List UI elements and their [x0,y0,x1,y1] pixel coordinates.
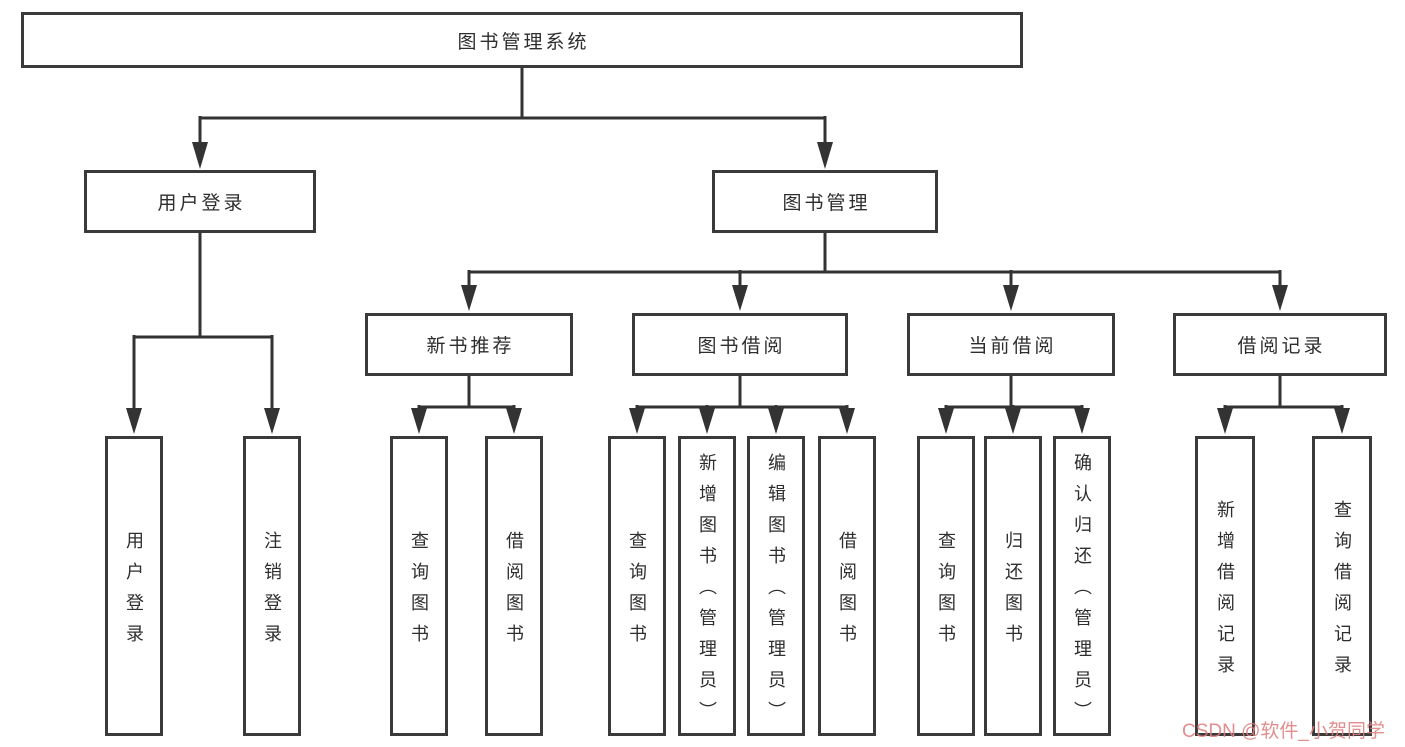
node-label: 查询图书 [936,530,956,655]
node-borrow-books-borrowing: 借阅图书 [818,436,876,736]
node-add-book-admin: 新增图书（管理员） [678,436,736,736]
node-label: 借阅图书 [837,530,857,655]
node-label: 用户登录 [157,193,246,214]
node-label: 用户登录 [124,530,144,655]
node-label: 查询图书 [627,530,647,655]
node-borrow-books-recommend: 借阅图书 [485,436,543,736]
node-label: 归还图书 [1003,530,1023,655]
node-current-borrowing: 当前借阅 [907,313,1115,376]
node-query-books-borrowing: 查询图书 [608,436,666,736]
node-return-books: 归还图书 [984,436,1042,736]
node-borrowing-records: 借阅记录 [1173,313,1387,376]
node-book-management: 图书管理 [712,170,938,233]
node-label: 新书推荐 [426,336,515,357]
node-label: 编辑图书（管理员） [766,453,786,732]
node-label: 借阅图书 [504,530,524,655]
node-label: 注销登录 [262,530,282,655]
node-label: 图书借阅 [697,336,786,357]
node-query-books-recommend: 查询图书 [390,436,448,736]
node-confirm-return-admin: 确认归还（管理员） [1053,436,1111,736]
node-book-borrowing: 图书借阅 [632,313,848,376]
watermark: CSDN @软件_小贺同学 [1182,721,1385,742]
node-label: 查询借阅记录 [1332,499,1352,686]
node-label: 确认归还（管理员） [1072,453,1092,732]
node-label: 借阅记录 [1237,336,1326,357]
node-add-borrow-record: 新增借阅记录 [1195,436,1255,736]
node-library-management-system: 图书管理系统 [21,12,1023,68]
node-label: 图书管理 [782,193,871,214]
node-user-login-leaf: 用户登录 [105,436,163,736]
node-label: 新增借阅记录 [1215,499,1235,686]
node-edit-book-admin: 编辑图书（管理员） [747,436,805,736]
node-label: 当前借阅 [968,336,1057,357]
node-label: 查询图书 [409,530,429,655]
node-label: 图书管理系统 [457,31,590,53]
node-new-book-recommendation: 新书推荐 [365,313,573,376]
node-label: 新增图书（管理员） [697,453,717,732]
node-query-books-current: 查询图书 [917,436,975,736]
node-logout: 注销登录 [243,436,301,736]
node-query-borrow-record: 查询借阅记录 [1312,436,1372,736]
node-user-login: 用户登录 [84,170,316,233]
